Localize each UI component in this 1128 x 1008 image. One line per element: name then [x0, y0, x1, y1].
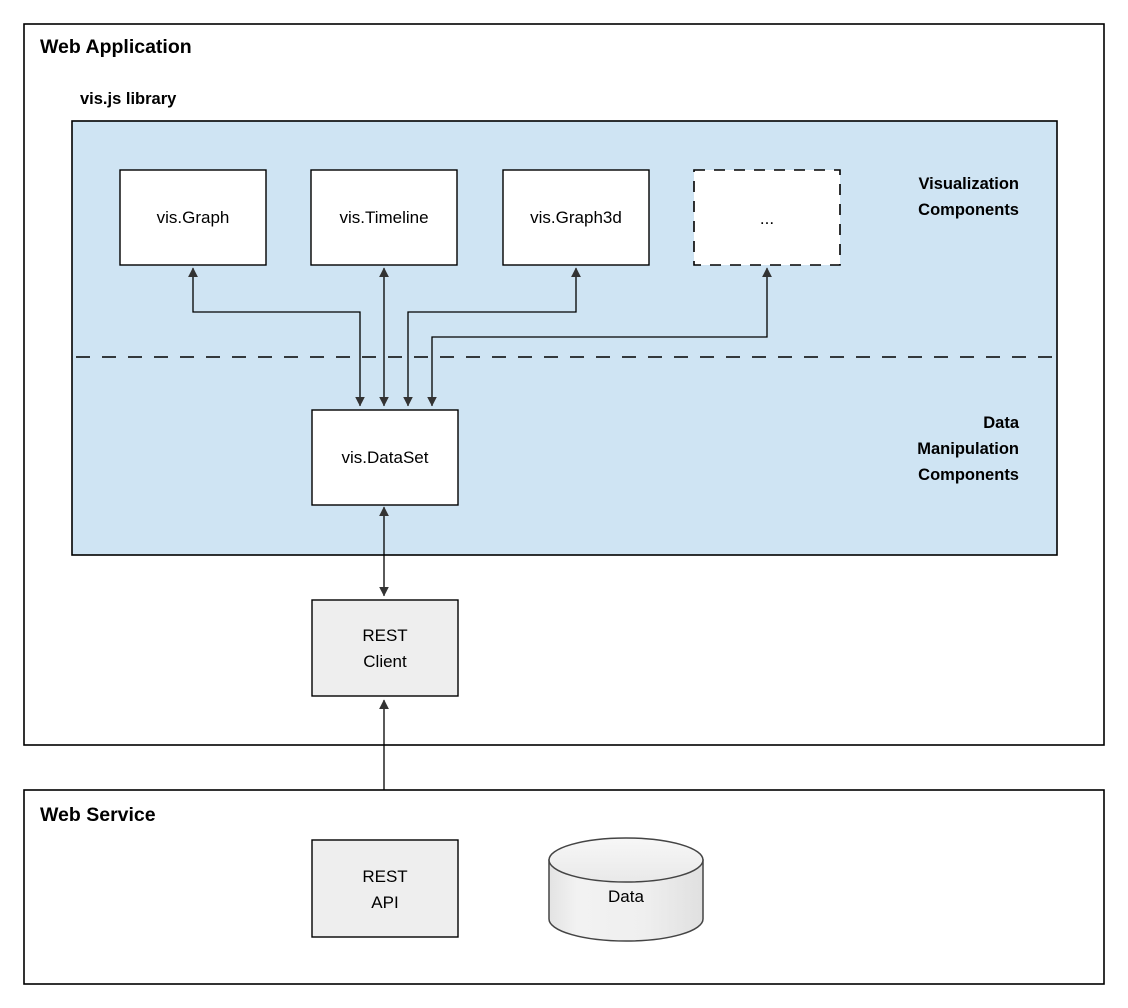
frame-title-web-application: Web Application [40, 36, 192, 58]
data-store-cylinder-top [548, 837, 704, 883]
group-label-data-manipulation-line1: Data [983, 414, 1020, 432]
data-store-cylinder-body [548, 859, 704, 942]
group-label-visualization-line2: Components [918, 201, 1019, 219]
node-vis-timeline[interactable] [310, 169, 458, 266]
node-vis-dataset[interactable] [311, 409, 459, 506]
panel-title-visjs-library: vis.js library [80, 90, 177, 108]
node-label-data-store: Data [608, 887, 644, 906]
frame-title-web-service: Web Service [40, 804, 156, 826]
edge-vis-graph-to-dataset [188, 267, 365, 407]
node-rest-client[interactable] [311, 599, 459, 697]
node-rest-api[interactable] [311, 839, 459, 938]
node-label-rest-client-line1: REST [362, 626, 407, 645]
node-label-more-components: ... [760, 209, 774, 228]
node-label-rest-client-line2: Client [363, 652, 407, 671]
group-label-data-manipulation-line2: Manipulation [917, 440, 1019, 458]
node-label-rest-api-line2: API [371, 893, 398, 912]
node-more-components[interactable] [693, 169, 841, 266]
node-label-vis-graph: vis.Graph [157, 208, 230, 227]
edge-more-components-to-dataset [427, 267, 772, 407]
node-vis-graph[interactable] [119, 169, 267, 266]
node-label-vis-timeline: vis.Timeline [339, 208, 428, 227]
group-label-data-manipulation-line3: Components [918, 466, 1019, 484]
node-label-vis-dataset: vis.DataSet [342, 448, 429, 467]
node-label-vis-graph3d: vis.Graph3d [530, 208, 622, 227]
node-vis-graph3d[interactable] [502, 169, 650, 266]
node-data-store[interactable]: Data [548, 837, 704, 942]
node-label-rest-api-line1: REST [362, 867, 407, 886]
group-label-visualization-line1: Visualization [918, 175, 1019, 193]
